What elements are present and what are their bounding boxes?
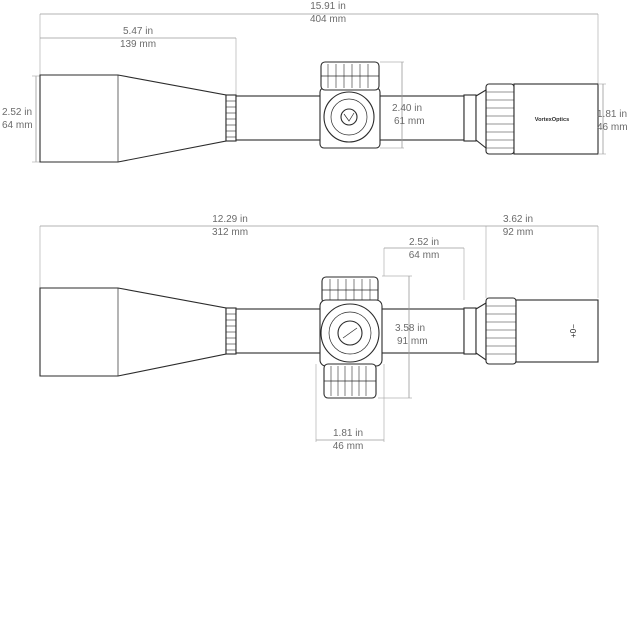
power-ring-knurl	[486, 91, 514, 149]
turret-height-in: 2.40 in	[392, 103, 422, 114]
objective-bell-length-in: 5.47 in	[123, 26, 153, 37]
eyepiece-neck-top	[475, 302, 487, 362]
side-focus-knurl	[324, 366, 376, 396]
objective-bell-top	[39, 287, 227, 377]
elevation-turret-knurl	[321, 64, 379, 88]
eyepiece-length-dimension: 3.62 in 92 mm	[486, 214, 599, 298]
objective-bell-length-mm: 139 mm	[120, 39, 156, 50]
turret-depth-dimension: 1.81 in 46 mm	[315, 364, 385, 452]
side-view-scope: 15.91 in 404 mm 5.47 in 139 mm 2.52 in 6…	[2, 1, 628, 163]
objective-knurl	[226, 100, 236, 138]
turret-to-eyepiece-mm: 64 mm	[409, 250, 440, 261]
eyepiece-diameter-mm: 46 mm	[597, 122, 628, 133]
eyepiece-diameter-in: 1.81 in	[597, 109, 627, 120]
overall-length-in: 15.91 in	[310, 1, 346, 12]
objective-bell-length-dimension: 5.47 in 139 mm	[40, 26, 237, 96]
objective-to-turret-mm: 312 mm	[212, 227, 248, 238]
turret-to-eyepiece-in: 2.52 in	[409, 237, 439, 248]
objective-ring-top	[225, 307, 237, 355]
eyepiece-diopter-marks: +0−	[569, 324, 578, 338]
power-ring-base-top	[463, 307, 477, 355]
top-view-scope: 12.29 in 312 mm 3.62 in 92 mm 2.52 in 64…	[39, 214, 599, 452]
brand-label: VortexOptics	[535, 117, 569, 123]
turret-depth-in: 1.81 in	[333, 428, 363, 439]
objective-diameter-dimension: 2.52 in 64 mm	[2, 75, 40, 163]
power-ring-top-knurl	[486, 305, 516, 355]
turret-to-eyepiece-dimension: 2.52 in 64 mm	[383, 237, 465, 300]
brand-logo-icon	[340, 108, 358, 126]
objective-to-turret-in: 12.29 in	[212, 214, 248, 225]
turret-height-dimension: 2.40 in 61 mm	[380, 61, 425, 149]
objective-bell	[39, 74, 227, 163]
turret-width-mm: 91 mm	[397, 336, 428, 347]
objective-diameter-in: 2.52 in	[2, 107, 32, 118]
eyepiece-housing-top	[515, 299, 599, 363]
eyepiece-neck	[475, 89, 487, 150]
elevation-turret-top-knurl	[322, 279, 378, 301]
turret-depth-mm: 46 mm	[333, 441, 364, 452]
eyepiece-length-in: 3.62 in	[503, 214, 533, 225]
eyepiece-diameter-dimension: 1.81 in 46 mm	[597, 83, 628, 155]
eyepiece-housing	[513, 83, 599, 155]
overall-length-mm: 404 mm	[310, 14, 346, 25]
eyepiece-length-mm: 92 mm	[503, 227, 534, 238]
turret-width-in: 3.58 in	[395, 323, 425, 334]
objective-ring	[225, 94, 237, 142]
power-ring-base	[463, 94, 477, 142]
power-ring	[485, 83, 515, 155]
objective-knurl-top	[226, 313, 236, 351]
objective-diameter-mm: 64 mm	[2, 120, 33, 131]
overall-length-dimension: 15.91 in 404 mm	[39, 1, 599, 84]
turret-height-mm: 61 mm	[394, 116, 425, 127]
objective-to-turret-dimension: 12.29 in 312 mm	[39, 214, 487, 298]
